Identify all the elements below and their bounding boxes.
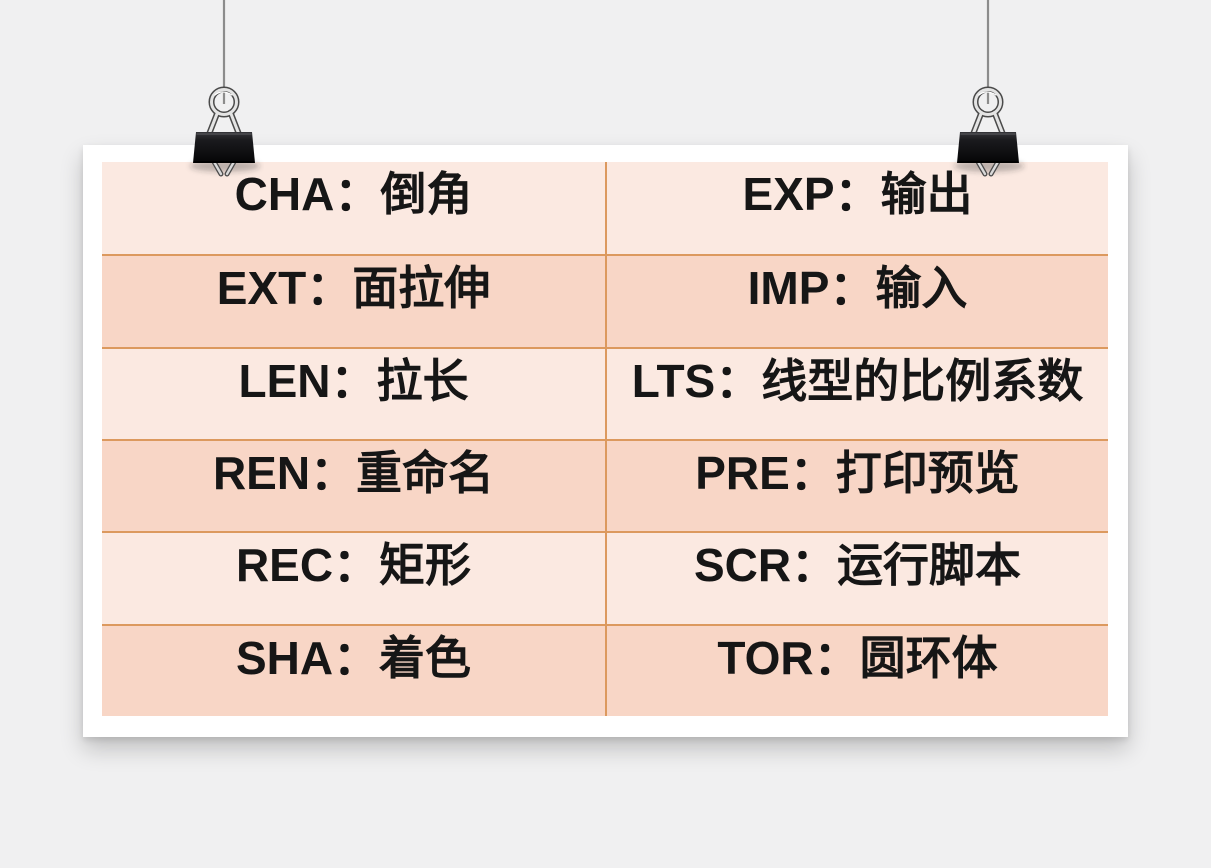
binder-clip-icon [954, 0, 1024, 177]
table-cell-tor: TOR：圆环体 [605, 623, 1108, 716]
binder-clip-icon [190, 0, 260, 177]
table-cell-len: LEN：拉长 [102, 346, 605, 439]
table-cell-ren: REN：重命名 [102, 439, 605, 532]
table-cell-cha: CHA：倒角 [102, 162, 605, 255]
table-cell-lts: LTS：线型的比例系数 [605, 346, 1108, 439]
table-cell-ext: EXT：面拉伸 [102, 254, 605, 347]
table-cell-scr: SCR：运行脚本 [605, 531, 1108, 624]
hanging-string [222, 0, 226, 104]
hanging-string [986, 0, 990, 104]
command-table: CHA：倒角 EXP：输出 EXT：面拉伸 IMP：输入 LEN：拉长 LTS：… [102, 162, 1108, 716]
table-cell-imp: IMP：输入 [605, 254, 1108, 347]
table-cell-pre: PRE：打印预览 [605, 439, 1108, 532]
table-cell-exp: EXP：输出 [605, 162, 1108, 255]
table-cell-rec: REC：矩形 [102, 531, 605, 624]
table-cell-sha: SHA：着色 [102, 623, 605, 716]
hanging-card: CHA：倒角 EXP：输出 EXT：面拉伸 IMP：输入 LEN：拉长 LTS：… [83, 145, 1128, 737]
